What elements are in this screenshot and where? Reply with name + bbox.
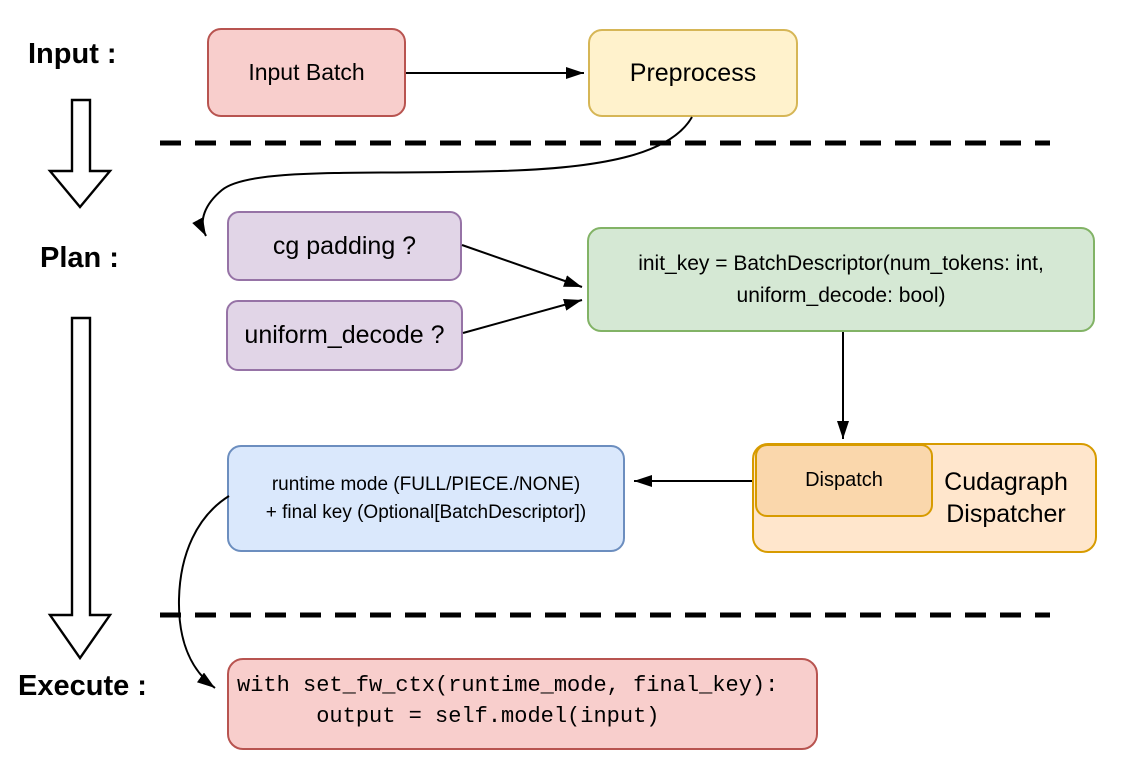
node-cg-padding: cg padding ? — [227, 211, 462, 281]
node-preprocess: Preprocess — [588, 29, 798, 117]
arrow-cg-padding-to-init-key — [461, 244, 583, 288]
node-execute-code-line1: with set_fw_ctx(runtime_mode, final_key)… — [237, 673, 779, 698]
curve-runtime-mode-to-execute-code — [177, 495, 230, 689]
hollow-arrow-input-to-plan — [47, 98, 113, 209]
node-input-batch: Input Batch — [207, 28, 406, 117]
arrow-uniform-decode-to-init-key — [462, 299, 583, 334]
node-dispatch: Dispatch — [755, 444, 933, 517]
node-cudagraph-dispatcher-label: Cudagraph Dispatcher — [944, 467, 1068, 529]
node-runtime-mode-line2: + final key (Optional[BatchDescriptor]) — [265, 501, 587, 523]
node-uniform-decode-label: uniform_decode ? — [244, 321, 445, 349]
hollow-arrow-plan-to-execute — [47, 316, 113, 661]
node-init-key: init_key = BatchDescriptor(num_tokens: i… — [587, 227, 1095, 332]
node-preprocess-label: Preprocess — [629, 58, 757, 87]
node-runtime-mode: runtime mode (FULL/PIECE./NONE) + final … — [227, 445, 625, 552]
node-input-batch-label: Input Batch — [248, 59, 365, 86]
node-execute-code-line2: output = self.model(input) — [237, 704, 660, 729]
node-dispatch-label: Dispatch — [805, 469, 883, 492]
stage-label-execute: Execute : — [18, 670, 147, 702]
node-init-key-line1: init_key = BatchDescriptor(num_tokens: i… — [638, 252, 1044, 275]
node-init-key-line2: uniform_decode: bool) — [736, 283, 946, 307]
stage-label-input: Input : — [28, 38, 117, 70]
stage-label-plan: Plan : — [40, 242, 119, 274]
node-runtime-mode-line1: runtime mode (FULL/PIECE./NONE) — [271, 473, 581, 495]
node-cg-padding-label: cg padding ? — [272, 231, 417, 260]
node-uniform-decode: uniform_decode ? — [226, 300, 463, 371]
node-execute-code: with set_fw_ctx(runtime_mode, final_key)… — [227, 658, 818, 750]
